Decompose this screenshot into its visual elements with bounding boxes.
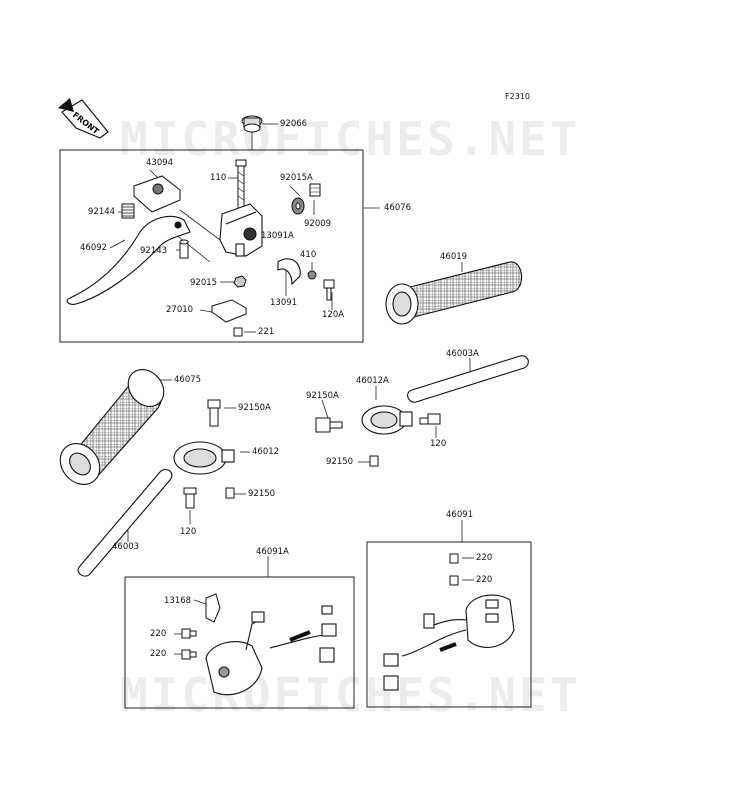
label-220-right-1: 220 (476, 553, 493, 563)
label-92144: 92144 (88, 207, 116, 217)
bolt-92150A-right-part (315, 417, 343, 433)
label-46019: 46019 (440, 252, 468, 262)
label-46092: 46092 (80, 243, 108, 253)
figure-code: F2310 (505, 92, 530, 101)
reservoir-43094-part (133, 175, 181, 213)
label-43094: 43094 (146, 158, 174, 168)
right-switch-box (366, 541, 532, 708)
label-92150-right: 92150 (326, 457, 354, 467)
bolt-120-left-part (183, 487, 197, 509)
label-92150A-left: 92150A (238, 403, 271, 413)
master-cylinder-body-part (219, 203, 263, 257)
label-92143: 92143 (140, 246, 168, 256)
screw-92150-right-part (369, 455, 379, 467)
screws-220-right-part (449, 553, 459, 586)
bolt-110-part (235, 159, 247, 209)
watermark-top: MICROFICHES.NET (120, 112, 581, 166)
label-92009: 92009 (304, 219, 332, 229)
label-46003: 46003 (112, 542, 140, 552)
label-92150-left: 92150 (248, 489, 276, 499)
label-13168: 13168 (164, 596, 192, 606)
label-92015: 92015 (190, 278, 218, 288)
lever-assembly-box (59, 149, 364, 343)
label-92150A-right: 92150A (306, 391, 339, 401)
clamp-46012-part (173, 441, 235, 475)
screw-92009-part (309, 183, 321, 197)
label-46076: 46076 (384, 203, 412, 213)
front-arrow-icon: FRONT (58, 98, 109, 139)
label-220-left-2: 220 (150, 649, 167, 659)
switch-27010-part (210, 299, 248, 323)
washer-410-part (307, 270, 317, 280)
label-110: 110 (210, 173, 227, 183)
cap-92066-part (241, 115, 263, 133)
clip-13168-part (205, 593, 221, 623)
pivot-92143-part (179, 239, 189, 259)
label-120-right: 120 (430, 439, 447, 449)
label-13091: 13091 (270, 298, 298, 308)
switch-housing-right-part (383, 594, 515, 691)
label-92066: 92066 (280, 119, 308, 129)
label-46012: 46012 (252, 447, 280, 457)
label-92015A: 92015A (280, 173, 313, 183)
label-220-right-2: 220 (476, 575, 493, 585)
nut-92015-part (233, 275, 247, 288)
lever-46092-part (66, 215, 191, 305)
left-switch-box (124, 576, 355, 709)
bolt-120A-part (323, 279, 335, 301)
washer-92015A-part (291, 197, 305, 215)
screws-220-left-part (181, 628, 197, 660)
screw-92150-left-part (225, 487, 235, 499)
clamp-13091-part (277, 258, 301, 286)
label-220-left-1: 220 (150, 629, 167, 639)
label-46003A: 46003A (446, 349, 479, 359)
screw-221-part (233, 327, 243, 337)
label-46091: 46091 (446, 510, 474, 520)
grip-46019-part (385, 261, 523, 325)
label-13091A: 13091A (261, 231, 294, 241)
label-410: 410 (300, 250, 317, 260)
label-46012A: 46012A (356, 376, 389, 386)
bolt-92150A-left-part (207, 399, 221, 427)
bar-46003A-part (407, 355, 529, 403)
label-27010: 27010 (166, 305, 194, 315)
label-221: 221 (258, 327, 275, 337)
bolt-120-right-part (419, 413, 441, 425)
label-120A: 120A (322, 310, 345, 320)
label-46075: 46075 (174, 375, 202, 385)
bar-46003-part (77, 469, 173, 577)
spring-92144-part (121, 203, 135, 219)
watermark-bottom: MICROFICHES.NET (120, 668, 581, 722)
label-46091A: 46091A (256, 547, 289, 557)
clamp-46012A-part (361, 405, 413, 435)
grip-46075-part (59, 368, 165, 485)
label-120-left: 120 (180, 527, 197, 537)
switch-housing-left-part (205, 605, 337, 696)
